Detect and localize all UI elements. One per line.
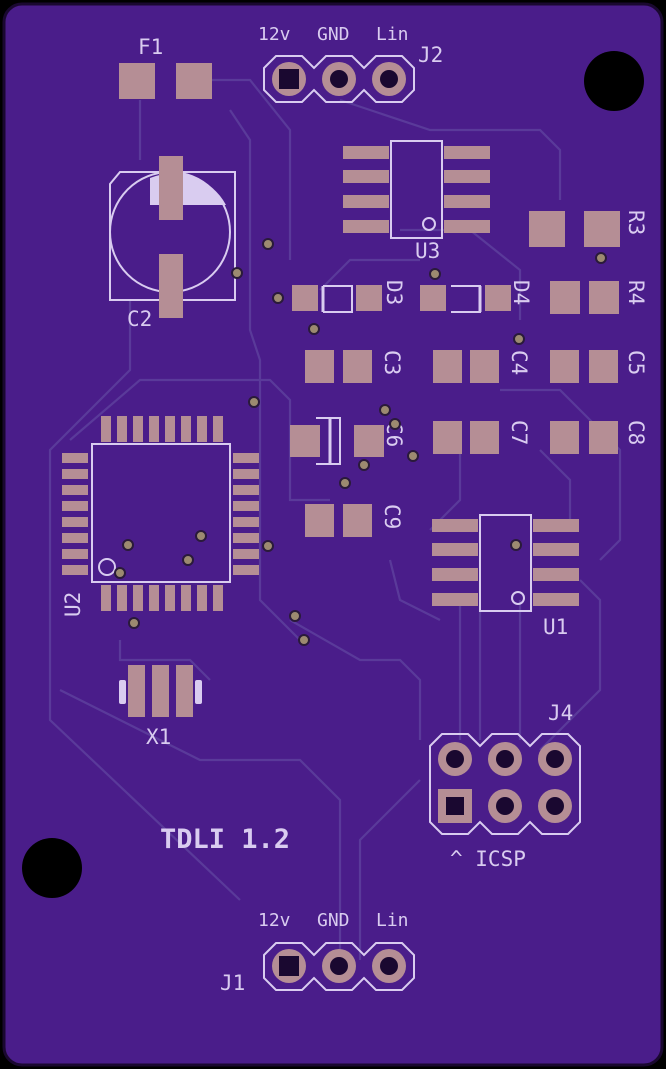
c5-pad-1	[550, 350, 579, 383]
c8-pad-2	[589, 421, 618, 454]
c3-pad-1	[305, 350, 334, 383]
u3-ref: U3	[415, 239, 440, 263]
x1-ref: X1	[146, 725, 171, 749]
f1-pad-2	[176, 63, 212, 99]
vias	[114, 238, 607, 646]
c9-ref: C9	[380, 504, 404, 529]
c4-pad-2	[470, 350, 499, 383]
diode-d4	[420, 285, 511, 313]
capacitor-c2	[109, 156, 236, 318]
d3-ref: D3	[382, 280, 406, 305]
u1-ref: U1	[543, 615, 568, 639]
r4-pad-1	[550, 281, 580, 314]
c3-pad-2	[343, 350, 372, 383]
c9-pad-1	[305, 504, 334, 537]
j1-label-lin: Lin	[376, 910, 409, 931]
c2-ref: C2	[127, 307, 152, 331]
c7-pad-2	[470, 421, 499, 454]
c5-pad-2	[589, 350, 618, 383]
header-j2	[263, 55, 415, 103]
c3-ref: C3	[380, 350, 404, 375]
j4-caption: ^ ICSP	[450, 847, 526, 871]
j2-label-12v: 12v	[258, 24, 291, 45]
j2-ref: J2	[418, 43, 443, 67]
r3-ref: R3	[624, 210, 648, 235]
c7-ref: C7	[507, 420, 531, 445]
r3-pad-1	[529, 211, 565, 247]
r4-ref: R4	[624, 280, 648, 305]
mounting-hole-top-right	[584, 51, 644, 111]
j1-ref: J1	[220, 971, 245, 995]
header-j4	[429, 733, 581, 835]
board-title: TDLI 1.2	[160, 824, 290, 855]
j1-label-gnd: GND	[317, 910, 350, 931]
r3-pad-2	[584, 211, 620, 247]
j1-label-12v: 12v	[258, 910, 291, 931]
j2-label-gnd: GND	[317, 24, 350, 45]
mounting-hole-bottom-left	[22, 838, 82, 898]
c9-pad-2	[343, 504, 372, 537]
capacitor-c6	[290, 417, 384, 465]
c5-ref: C5	[624, 350, 648, 375]
c4-ref: C4	[507, 350, 531, 375]
r4-pad-2	[589, 281, 619, 314]
c8-pad-1	[550, 421, 579, 454]
chip-u2	[62, 416, 259, 611]
d4-ref: D4	[509, 280, 533, 305]
c4-pad-1	[433, 350, 462, 383]
copper-traces	[48, 78, 622, 960]
chip-u3	[343, 140, 490, 239]
c8-ref: C8	[624, 420, 648, 445]
c7-pad-1	[433, 421, 462, 454]
f1-pad-1	[119, 63, 155, 99]
diode-d3	[292, 285, 382, 313]
j4-ref: J4	[548, 701, 573, 725]
crystal-x1	[119, 665, 202, 717]
u2-ref: U2	[61, 592, 85, 617]
header-j1	[263, 942, 415, 991]
chip-u1	[432, 514, 579, 612]
j2-label-lin: Lin	[376, 24, 409, 45]
f1-ref: F1	[138, 35, 163, 59]
